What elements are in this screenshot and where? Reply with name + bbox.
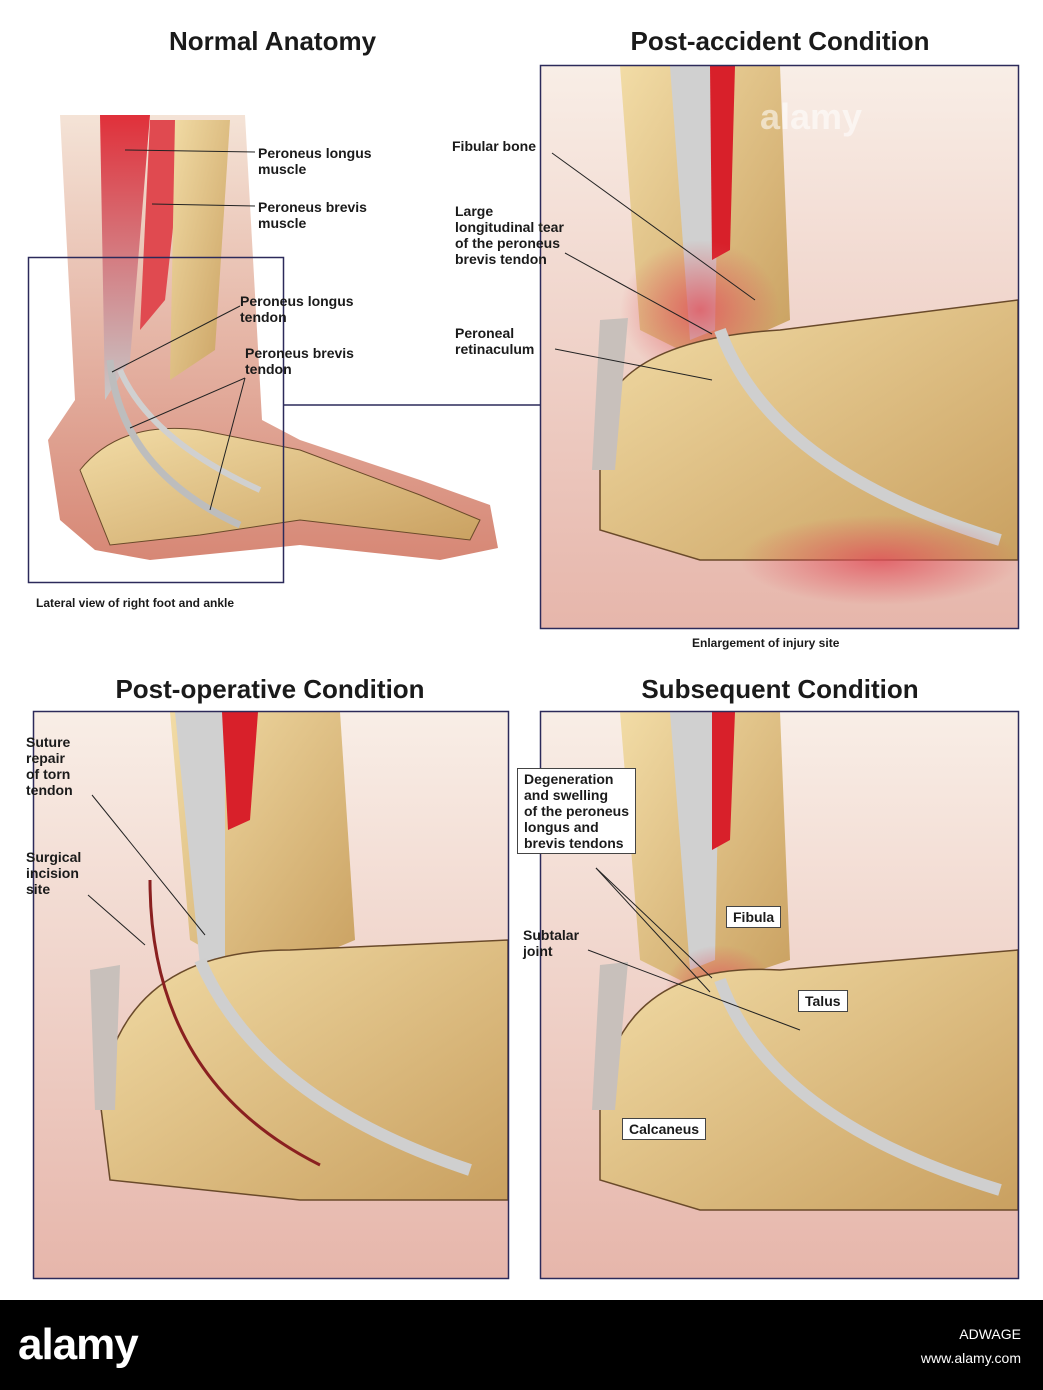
post-operative-frame bbox=[32, 710, 510, 1280]
watermark-text: alamy bbox=[760, 96, 863, 137]
label-peroneal-retinaculum: Peroneal retinaculum bbox=[455, 325, 535, 357]
post-accident-title: Post-accident Condition bbox=[630, 26, 930, 56]
subsequent-title: Subsequent Condition bbox=[641, 674, 919, 704]
label-surgical-incision: Surgical incision site bbox=[26, 849, 82, 897]
post-accident-caption: Enlargement of injury site bbox=[692, 636, 840, 650]
subsequent-frame bbox=[539, 710, 1020, 1280]
normal-foot-drawing bbox=[48, 115, 498, 560]
label-peroneus-brevis-tendon: Peroneus brevis tendon bbox=[245, 345, 354, 377]
subsequent-drawing bbox=[541, 712, 1019, 1278]
label-fibula: Fibula bbox=[726, 906, 782, 928]
post-operative-drawing bbox=[34, 712, 509, 1278]
label-peroneus-brevis-muscle: Peroneus brevis muscle bbox=[258, 199, 367, 231]
post-accident-drawing bbox=[541, 66, 1020, 628]
alamy-logo: alamy bbox=[18, 1320, 139, 1369]
label-peroneus-longus-muscle: Peroneus longus muscle bbox=[258, 145, 372, 177]
post-accident-frame bbox=[539, 64, 1020, 630]
label-suture-repair: Suture repair of torn tendon bbox=[26, 734, 73, 798]
label-subtalar-joint: Subtalar joint bbox=[523, 927, 580, 959]
normal-enlargement-frame bbox=[27, 256, 285, 584]
label-longitudinal-tear: Large longitudinal tear of the peroneus … bbox=[455, 203, 564, 267]
normal-caption: Lateral view of right foot and ankle bbox=[36, 596, 235, 610]
footer-bar: alamy ADWAGE www.alamy.com bbox=[0, 1300, 1043, 1390]
normal-anatomy-title: Normal Anatomy bbox=[168, 26, 377, 56]
anatomy-artwork bbox=[27, 64, 1020, 1280]
post-operative-title: Post-operative Condition bbox=[115, 674, 425, 704]
image-info: ADWAGE www.alamy.com bbox=[921, 1322, 1021, 1370]
image-id: ADWAGE bbox=[959, 1326, 1021, 1342]
label-fibular-bone: Fibular bone bbox=[452, 138, 536, 154]
label-peroneus-longus-tendon: Peroneus longus tendon bbox=[240, 293, 354, 325]
site-url: www.alamy.com bbox=[920, 1350, 1021, 1366]
label-talus: Talus bbox=[798, 990, 848, 1012]
leader-lines bbox=[87, 149, 801, 1031]
label-degeneration: Degeneration and swelling of the peroneu… bbox=[517, 768, 637, 854]
label-calcaneus: Calcaneus bbox=[622, 1118, 707, 1140]
